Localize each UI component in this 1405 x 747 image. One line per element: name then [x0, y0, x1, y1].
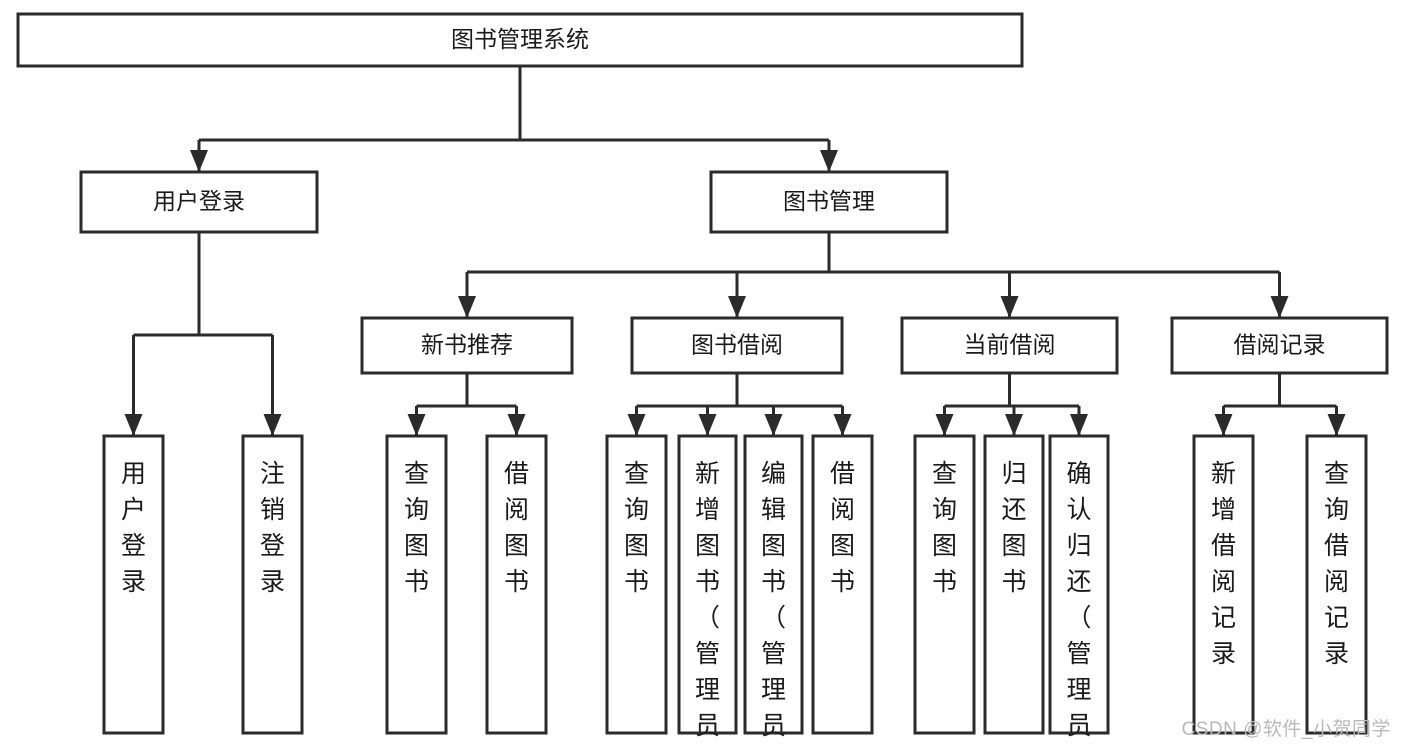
node-user-login-leaf[interactable]: 用户登录	[102, 434, 165, 735]
node-box-recommend-borrow-book	[485, 434, 548, 735]
node-box-current-return-book	[983, 434, 1045, 735]
node-box-borrow-records	[1170, 316, 1389, 375]
node-book-borrow[interactable]: 图书借阅	[630, 316, 844, 375]
node-label-borrow-query-book: 查询图书	[624, 460, 649, 596]
node-box-borrow-add-book	[677, 434, 738, 735]
node-label-recommend-query-book: 查询图书	[404, 460, 429, 596]
node-label-borrow-lend-book: 借阅图书	[830, 460, 855, 596]
node-recommend-query-book[interactable]: 查询图书	[385, 434, 448, 735]
arrow-head-icon-new-book-recommend	[458, 296, 476, 318]
arrow-head-icon-user-logout-leaf	[263, 414, 282, 436]
node-label-user-login-leaf: 用户登录	[121, 460, 146, 596]
node-borrow-records[interactable]: 借阅记录	[1170, 316, 1389, 375]
node-box-book-management	[709, 170, 949, 234]
node-user-login[interactable]: 用户登录	[79, 170, 319, 234]
arrow-head-icon-borrow-records	[1270, 296, 1289, 318]
arrow-head-icon-records-add	[1214, 414, 1233, 436]
node-new-book-recommend[interactable]: 新书推荐	[360, 316, 574, 375]
node-box-borrow-lend-book	[811, 434, 874, 735]
node-borrow-add-book[interactable]: 新增图书（管理员）	[677, 434, 738, 747]
node-current-return-book[interactable]: 归还图书	[983, 434, 1045, 735]
arrow-head-icon-current-return-book	[1005, 414, 1023, 436]
node-label-records-add: 新增借阅记录	[1211, 460, 1236, 668]
node-recommend-borrow-book[interactable]: 借阅图书	[485, 434, 548, 735]
node-box-current-query-book	[913, 434, 976, 735]
node-box-user-logout-leaf	[241, 434, 304, 735]
arrow-head-icon-user-login-leaf	[124, 414, 143, 436]
node-box-book-borrow	[630, 316, 844, 375]
arrow-head-icon-borrow-edit-book	[764, 414, 783, 436]
arrow-head-icon-records-query	[1327, 414, 1346, 436]
arrow-head-icon-recommend-borrow-book	[507, 414, 526, 436]
node-book-management[interactable]: 图书管理	[709, 170, 949, 234]
node-box-borrow-edit-book	[743, 434, 804, 735]
node-label-current-return-book: 归还图书	[1001, 460, 1026, 596]
node-box-current-confirm-return	[1048, 434, 1110, 735]
node-current-confirm-return[interactable]: 确认归还（管理员）	[1048, 434, 1110, 747]
node-label-current-borrow: 当前借阅	[964, 332, 1056, 358]
arrow-head-icon-current-query-book	[935, 414, 954, 436]
node-borrow-lend-book[interactable]: 借阅图书	[811, 434, 874, 735]
node-records-query[interactable]: 查询借阅记录	[1305, 434, 1368, 735]
csdn-watermark: CSDN @软件_小贺同学	[1181, 719, 1391, 740]
arrow-head-icon-book-management	[820, 150, 838, 172]
arrow-head-icon-borrow-lend-book	[833, 414, 852, 436]
node-box-root	[16, 12, 1024, 68]
node-box-recommend-query-book	[385, 434, 448, 735]
arrow-head-icon-borrow-add-book	[698, 414, 717, 436]
node-user-logout-leaf[interactable]: 注销登录	[241, 434, 304, 735]
node-current-borrow[interactable]: 当前借阅	[900, 316, 1119, 375]
node-current-query-book[interactable]: 查询图书	[913, 434, 976, 735]
node-label-user-logout-leaf: 注销登录	[260, 460, 285, 596]
node-label-book-management: 图书管理	[783, 188, 875, 214]
arrow-head-icon-current-confirm-return	[1070, 414, 1088, 436]
node-label-book-borrow: 图书借阅	[691, 332, 783, 358]
node-box-records-add	[1192, 434, 1255, 735]
node-label-borrow-edit-book: 编辑图书（管理员）	[761, 460, 786, 747]
node-box-records-query	[1305, 434, 1368, 735]
node-borrow-query-book[interactable]: 查询图书	[605, 434, 668, 735]
node-label-borrow-add-book: 新增图书（管理员）	[695, 460, 720, 747]
node-box-borrow-query-book	[605, 434, 668, 735]
node-label-root: 图书管理系统	[451, 26, 589, 52]
arrow-head-icon-book-borrow	[728, 296, 746, 318]
node-borrow-edit-book[interactable]: 编辑图书（管理员）	[743, 434, 804, 747]
node-label-current-confirm-return: 确认归还（管理员）	[1066, 460, 1091, 747]
arrow-head-icon-borrow-query-book	[627, 414, 646, 436]
node-label-records-query: 查询借阅记录	[1324, 460, 1349, 668]
node-label-new-book-recommend: 新书推荐	[421, 332, 513, 358]
node-box-user-login-leaf	[102, 434, 165, 735]
node-records-add[interactable]: 新增借阅记录	[1192, 434, 1255, 735]
arrow-head-icon-user-login	[190, 150, 208, 172]
node-label-user-login: 用户登录	[153, 188, 245, 214]
arrow-head-icon-current-borrow	[1000, 296, 1019, 318]
node-label-current-query-book: 查询图书	[932, 460, 957, 596]
node-label-borrow-records: 借阅记录	[1234, 332, 1326, 358]
node-label-recommend-borrow-book: 借阅图书	[504, 460, 529, 596]
node-root[interactable]: 图书管理系统	[16, 12, 1024, 68]
arrow-head-icon-recommend-query-book	[407, 414, 426, 436]
